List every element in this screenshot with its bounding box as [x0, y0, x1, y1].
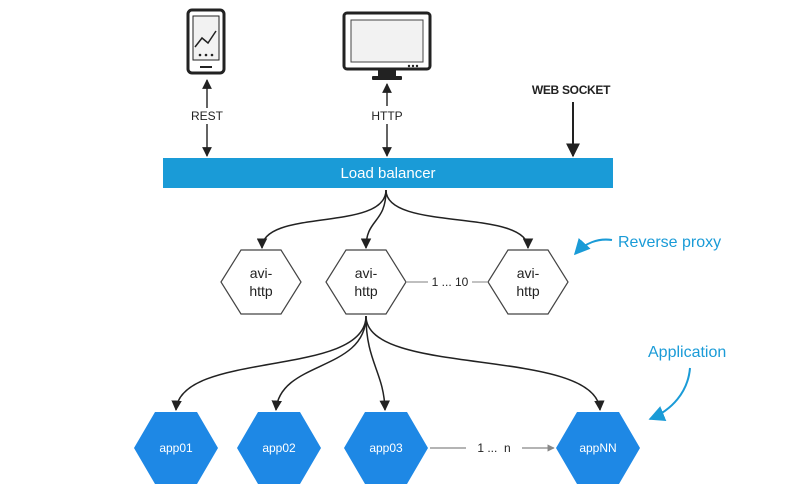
proxy-range-label: 1 ... 10: [432, 275, 469, 289]
http-label: HTTP: [371, 109, 402, 123]
proxy-node-3-line2: http: [516, 283, 540, 299]
application-annotation: Application: [648, 344, 726, 361]
proxy-node-3: avi- http: [487, 249, 569, 315]
websocket-label: WEB SOCKET: [532, 83, 611, 97]
app-range-label: 1 ... n: [477, 441, 510, 455]
proxy-node-1: avi- http: [220, 249, 302, 315]
proxy-to-app02-arrow: [271, 315, 367, 412]
app-node-app01-label: app01: [159, 441, 193, 455]
proxy-node-1-line1: avi-: [250, 265, 273, 281]
app-node-app03-label: app03: [369, 441, 403, 455]
reverse-proxy-annotation: Reverse proxy: [618, 234, 721, 251]
app-node-app03: app03: [344, 412, 428, 484]
load-balancer-bar: [163, 158, 613, 188]
smartphone-icon: [186, 8, 226, 75]
app-node-app02: app02: [237, 412, 321, 484]
lb-to-proxy3-arrow: [385, 189, 534, 250]
app-node-app01: app01: [134, 412, 218, 484]
proxy-node-3-line1: avi-: [517, 265, 540, 281]
rest-label: REST: [191, 109, 224, 123]
proxy-node-1-line2: http: [249, 283, 273, 299]
monitor-icon: [342, 11, 432, 80]
app-node-appnn-label: appNN: [579, 441, 616, 455]
load-balancer-label: Load balancer: [340, 165, 435, 182]
application-pointer: [648, 367, 691, 421]
proxy-to-appnn-arrow: [365, 315, 605, 412]
lb-to-proxy2-arrow: [360, 189, 387, 250]
app-node-appnn: appNN: [556, 412, 640, 484]
lb-to-proxy1-arrow: [256, 189, 387, 250]
proxy-to-app03-arrow: [365, 315, 390, 412]
reverse-proxy-pointer: [573, 237, 613, 256]
proxy-to-app01-arrow: [171, 315, 367, 412]
proxy-node-2-line2: http: [354, 283, 378, 299]
app-node-app02-label: app02: [262, 441, 296, 455]
proxy-node-2-line1: avi-: [355, 265, 378, 281]
proxy-node-2: avi- http: [325, 249, 407, 315]
